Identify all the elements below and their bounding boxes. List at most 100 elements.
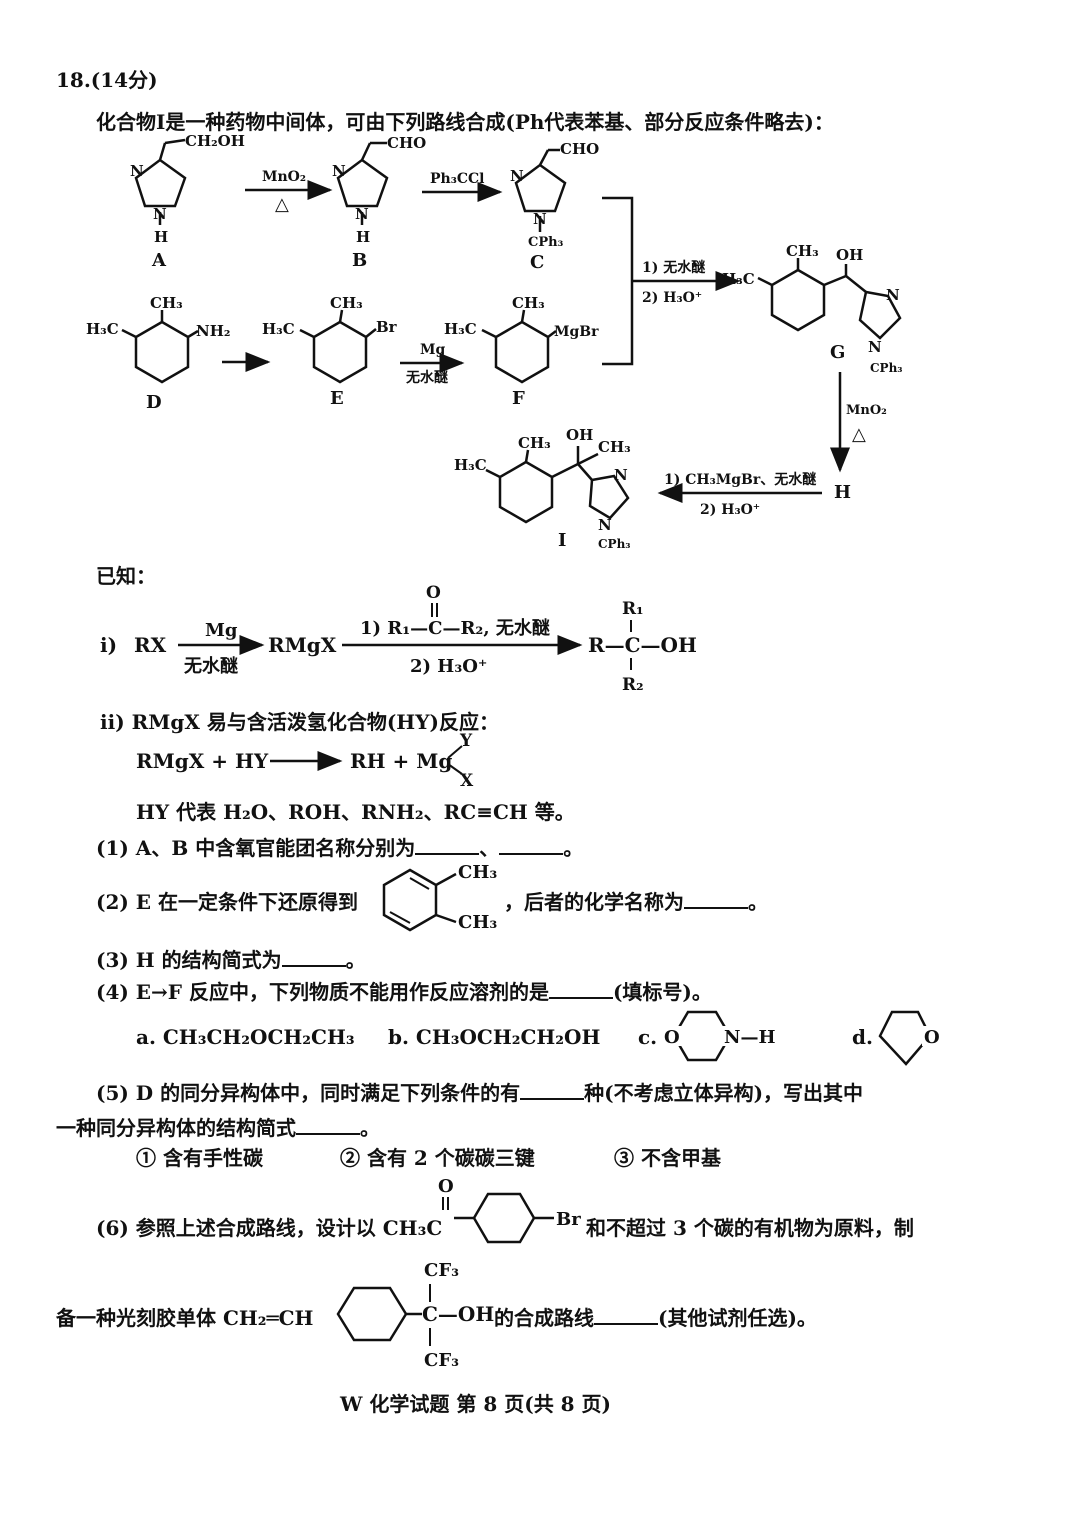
known-i-step1: 1) R₁—C—R₂, 无水醚: [360, 617, 550, 639]
known-i-o: O: [426, 583, 441, 603]
compound-i-me3: CH₃: [598, 438, 631, 456]
known-i-r1: R₁: [622, 599, 644, 619]
answer-blank-1b[interactable]: [499, 837, 564, 855]
compound-g-oh: OH: [836, 246, 863, 264]
compound-i-label: I: [558, 530, 566, 551]
arrow-cf-g-1: 1) 无水醚: [642, 259, 705, 276]
compound-a-n: N: [130, 162, 144, 180]
o-xylene-ch3-b: CH₃: [458, 912, 497, 933]
question-number: 18.(14分): [56, 68, 158, 92]
compound-i-me2: H₃C: [454, 456, 487, 474]
arrow-g-h-2: △: [852, 424, 866, 445]
compound-g-ph: CPh₃: [870, 361, 903, 375]
compound-c-ph: CPh₃: [528, 235, 564, 250]
compound-g-label: G: [830, 342, 845, 363]
compound-c-n1: N: [510, 167, 524, 185]
known-i-mg: Mg: [205, 620, 238, 641]
compound-h-label: H: [834, 482, 851, 503]
compound-i-me1: CH₃: [518, 434, 551, 452]
compound-b-label: B: [352, 250, 367, 271]
condition-3: ③ 不含甲基: [614, 1146, 721, 1170]
known-i-rx: RX: [134, 633, 167, 657]
option-a: a. CH₃CH₂OCH₂CH₃: [136, 1025, 355, 1049]
known-ii-equation: RMgX + HY RH + Mg Y X: [136, 731, 474, 790]
part-6-o: O: [438, 1176, 454, 1197]
compound-a: [134, 138, 187, 225]
arrow-h-i-1: 1) CH₃MgBr、无水醚: [664, 471, 816, 488]
compound-a-label: A: [151, 250, 167, 271]
compound-g-me1: CH₃: [786, 242, 819, 260]
known-ii-note: HY 代表 H₂O、ROH、RNH₂、RC≡CH 等。: [136, 800, 575, 824]
known-ii-title: ⅱ) RMgX 易与含活泼氢化合物(HY)反应：: [100, 710, 499, 734]
answer-blank-2[interactable]: [684, 891, 748, 909]
arrow-h-i-2: 2) H₃O⁺: [700, 502, 760, 518]
question-intro: 化合物I是一种药物中间体，可由下列路线合成(Ph代表苯基、部分反应条件略去)：: [96, 110, 834, 134]
arrow-b-c-top: Ph₃CCl: [430, 171, 484, 187]
answer-blank-3[interactable]: [281, 949, 346, 967]
part-6-coh: C—OH: [422, 1302, 494, 1326]
compound-e: [299, 309, 377, 384]
known-i-ether: 无水醚: [184, 655, 238, 677]
o-xylene-structure: CH₃ CH₃: [382, 862, 497, 933]
known-ii-y: Y: [459, 731, 473, 751]
compound-d: [121, 310, 199, 384]
known-i-equation: ⅰ) RX Mg 无水醚 RMgX O 1) R₁—C—R₂, 无水醚 2) H…: [100, 583, 697, 695]
known-ii-x: X: [460, 771, 474, 790]
compound-a-nh: N: [153, 205, 167, 223]
known-title: 已知：: [96, 564, 156, 588]
part-6-text-b: 和不超过 3 个碳的有机物为原料，制: [586, 1216, 914, 1240]
answer-blank-5b[interactable]: [296, 1117, 360, 1135]
known-i-step2: 2) H₃O⁺: [410, 656, 487, 677]
arrow-g-h-1: MnO₂: [846, 403, 887, 418]
compound-e-label: E: [330, 388, 344, 409]
condition-2: ② 含有 2 个碳碳三键: [340, 1146, 535, 1170]
arrow-e-f-bottom: 无水醚: [405, 369, 448, 386]
compound-f-me1: CH₃: [512, 294, 545, 312]
answer-blank-1a[interactable]: [415, 837, 480, 855]
part-6-monomer-structure: CF₃ C—OH CF₃: [336, 1260, 494, 1371]
morpholine-o: O: [664, 1027, 680, 1048]
part-2-text-b: ，后者的化学名称为。: [504, 890, 768, 914]
compound-b-nh: N: [355, 205, 369, 223]
arrow-e-f-top: Mg: [420, 342, 445, 358]
part-2-text-a: (2) E 在一定条件下还原得到: [96, 890, 359, 914]
arrow-a-b-top: MnO₂: [262, 169, 306, 185]
compound-g-n2: N: [868, 338, 882, 356]
compound-i-ph: CPh₃: [598, 537, 631, 551]
o-xylene-ch3-a: CH₃: [458, 862, 497, 883]
part-6-text-d: 的合成路线(其他试剂任选)。: [494, 1306, 817, 1330]
known-i-prod: R—C—OH: [588, 633, 697, 657]
condition-1: ① 含有手性碳: [136, 1146, 263, 1170]
part-6-cf3-b: CF₃: [424, 1350, 459, 1371]
part-6-cf3-a: CF₃: [424, 1260, 459, 1281]
compound-c: [514, 148, 567, 232]
compound-e-me2: H₃C: [262, 320, 295, 338]
option-d-label: d.: [852, 1025, 873, 1049]
compound-c-n2: N: [533, 210, 547, 228]
known-i-rmgx: RMgX: [268, 633, 337, 657]
part-1: (1) A、B 中含氧官能团名称分别为、。: [96, 836, 584, 860]
compound-f-label: F: [512, 388, 525, 409]
bracket: [602, 196, 634, 366]
known-ii-right: RH + Mg: [350, 749, 452, 773]
answer-blank-4[interactable]: [548, 981, 613, 999]
compound-i: [485, 446, 630, 524]
known-i-num: ⅰ): [100, 633, 117, 657]
answer-blank-6[interactable]: [594, 1307, 658, 1325]
answer-blank-5a[interactable]: [520, 1082, 585, 1100]
part-5-line-2: 一种同分异构体的结构简式。: [56, 1116, 380, 1140]
compound-b: [336, 141, 389, 225]
compound-f-me2: H₃C: [444, 320, 477, 338]
thf-o: O: [924, 1027, 940, 1048]
compound-i-n1: N: [614, 466, 628, 484]
compound-e-sub: Br: [376, 318, 398, 336]
option-c-label: c.: [638, 1025, 658, 1049]
part-6-bromo-structure: O Br: [438, 1176, 581, 1244]
arrow-a-b-bottom: △: [275, 194, 289, 215]
compound-c-label: C: [530, 252, 544, 273]
known-ii-left: RMgX + HY: [136, 749, 269, 773]
compound-b-n: N: [332, 162, 346, 180]
arrow-cf-g-2: 2) H₃O⁺: [642, 290, 702, 306]
compound-b-sub: CHO: [387, 134, 426, 152]
compound-c-sub: CHO: [560, 140, 599, 158]
